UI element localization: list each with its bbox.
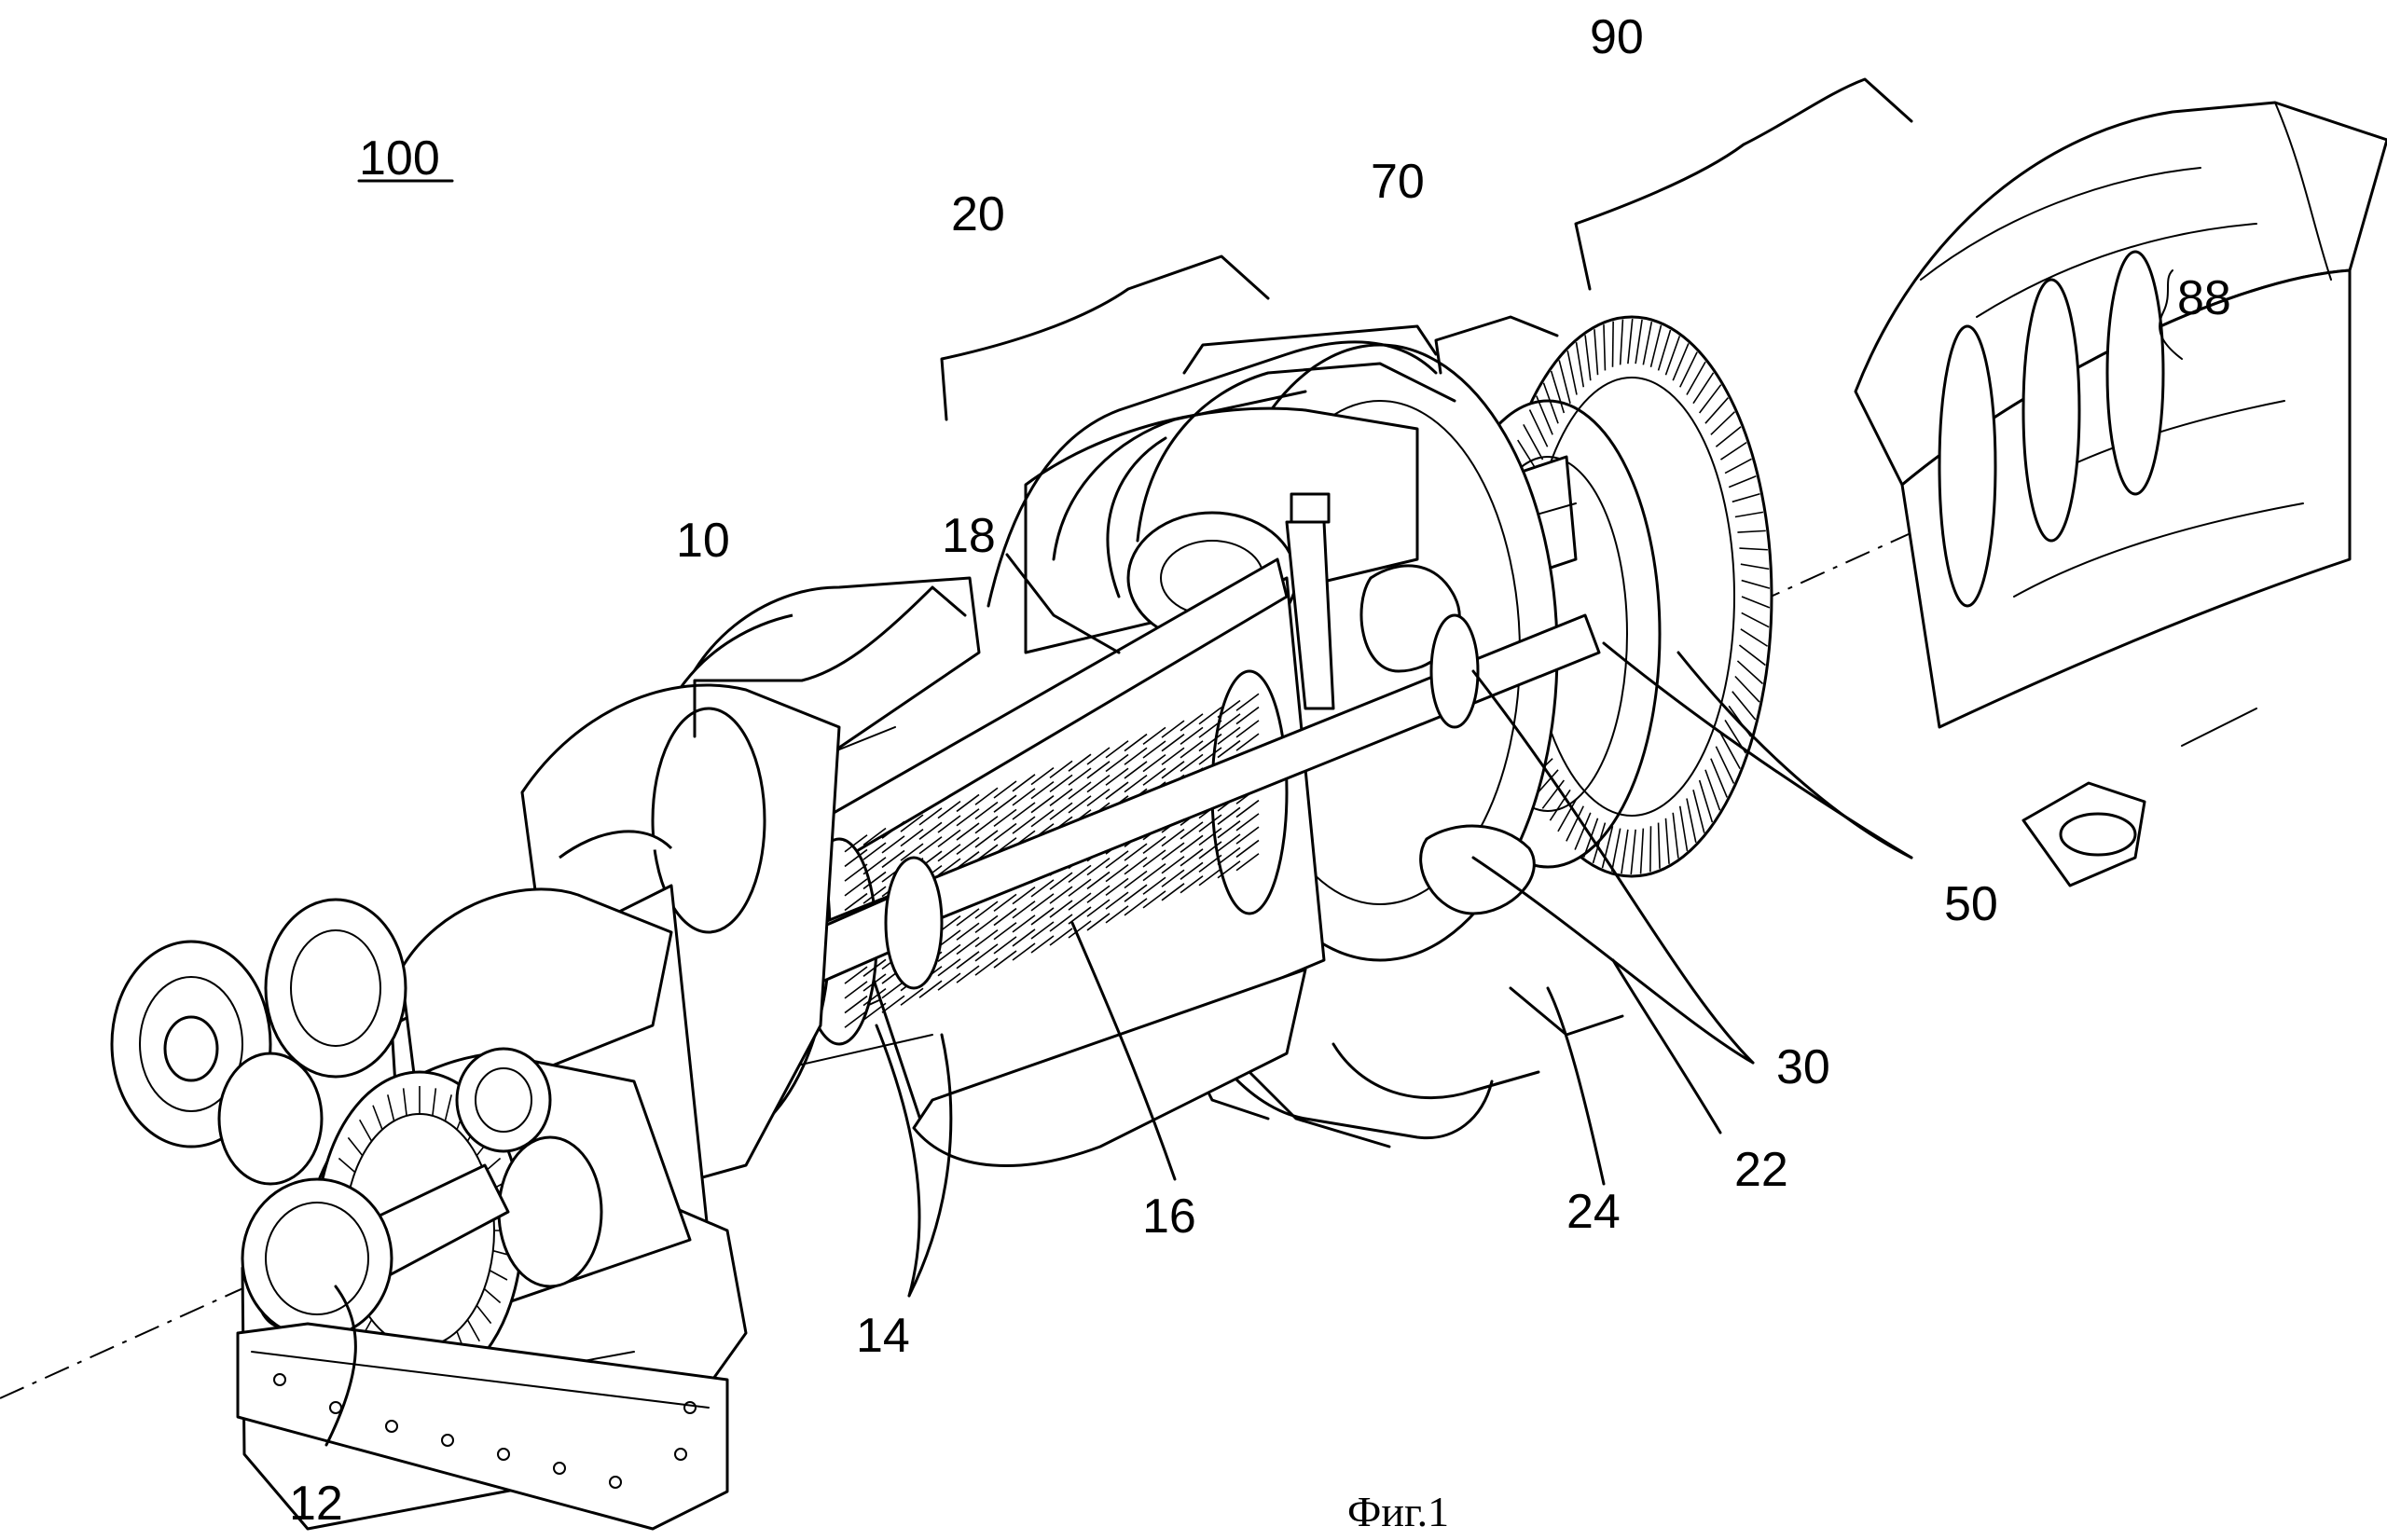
inlet-and-gearbox [110, 683, 841, 1531]
leader-50b [1676, 651, 1913, 859]
label-22: 22 [1734, 1143, 1788, 1197]
leader-30 [1471, 669, 1755, 1065]
label-100: 100 [359, 131, 440, 186]
figure-caption: Фиг.1 [1347, 1488, 1449, 1535]
label-70: 70 [1371, 155, 1425, 209]
leader-22 [1611, 958, 1722, 1134]
bracket-10 [693, 585, 967, 738]
leader-24 [1546, 986, 1606, 1186]
leader-14b [907, 1033, 953, 1298]
label-24: 24 [1566, 1185, 1621, 1239]
exhaust-diffuser [1854, 101, 2387, 887]
label-12: 12 [289, 1477, 343, 1531]
label-30: 30 [1776, 1040, 1830, 1094]
label-90: 90 [1590, 10, 1644, 64]
leader-16 [1070, 921, 1177, 1181]
label-14: 14 [856, 1309, 910, 1363]
reference-labels: 100 10 20 70 90 88 18 50 30 22 24 16 14 … [289, 10, 2231, 1535]
bracket-90 [1574, 77, 1913, 291]
leader-30b [1471, 856, 1755, 1065]
bracket-70 [1434, 315, 1559, 375]
label-88: 88 [2177, 271, 2231, 325]
label-16: 16 [1142, 1189, 1196, 1244]
leader-lines [324, 77, 2183, 1447]
leader-14 [875, 1024, 921, 1298]
label-20: 20 [951, 187, 1005, 241]
label-50: 50 [1944, 877, 1998, 931]
leader-88 [2159, 269, 2183, 360]
label-18: 18 [942, 509, 996, 563]
leader-18 [1005, 553, 1121, 654]
label-10: 10 [676, 514, 730, 568]
bracket-20 [940, 254, 1270, 421]
leader-12 [324, 1285, 357, 1447]
